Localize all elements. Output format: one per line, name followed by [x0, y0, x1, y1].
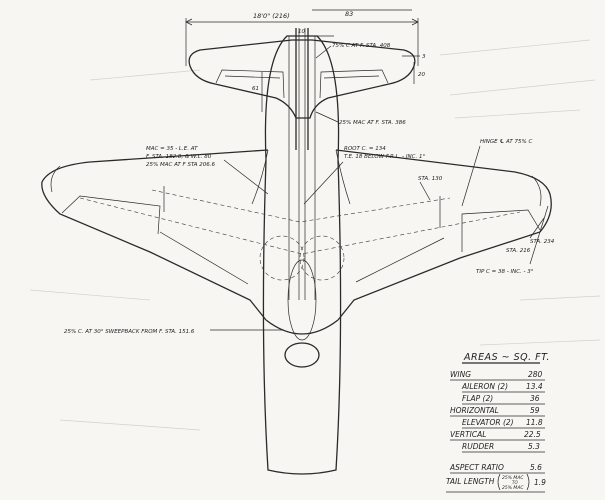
- tail-quarter-chord-callout: 75% C AT F. STA. 408: [332, 43, 391, 49]
- area-row-value: 5.3: [528, 442, 540, 451]
- root-chord-callout-line1: ROOT C. = 134: [344, 146, 386, 152]
- area-row-value: 59: [530, 406, 540, 415]
- tail-tip-chord-label: 20: [418, 72, 425, 78]
- aspect-ratio-value: 5.6: [530, 463, 542, 472]
- areas-table: AREAS ~ SQ. FT. WING 280 AILERON (2) 13.…: [446, 352, 550, 493]
- area-row-label: RUDDER: [462, 442, 494, 451]
- tail-length-ratio-bot: 25% MAC: [502, 485, 524, 491]
- horizontal-tail: [188, 39, 416, 119]
- sweepback-callout: 25% C. AT 30° SWEEPBACK FROM F. STA. 151…: [64, 329, 195, 335]
- right-aileron: [461, 209, 541, 252]
- aspect-ratio-label: ASPECT RATIO: [449, 463, 504, 472]
- tail-half-span-label: 83: [345, 10, 353, 18]
- area-row-value: 11.8: [526, 418, 543, 427]
- area-row-label: HORIZONTAL: [450, 406, 499, 415]
- tail-length-ratio-mid: TO: [512, 480, 518, 485]
- canopy: [284, 342, 320, 368]
- fuselage: [262, 35, 342, 475]
- background-smudges: [29, 39, 601, 431]
- root-chord-callout-line2: T.E. 18 BELOW F.R.L. - INC. 1°: [344, 154, 425, 160]
- area-row-value: 280: [528, 370, 543, 379]
- tip-offset-label: 3: [422, 54, 426, 60]
- tail-length-ratio-top: 25% MAC: [502, 475, 524, 481]
- tail-length-dim-label: 61: [252, 86, 259, 92]
- areas-table-title: AREAS ~ SQ. FT.: [463, 352, 550, 363]
- area-row-value: 22.5: [524, 430, 541, 439]
- center-gap-label: 10: [298, 29, 305, 35]
- right-elevator: [319, 69, 389, 99]
- sta-234-label: STA. 234: [530, 239, 555, 245]
- tail-length-label: TAIL LENGTH: [446, 477, 495, 486]
- mac-callout-line2: F. STA. 182.8, & W.L. 80: [146, 154, 212, 160]
- quarter-chord-line: [79, 197, 521, 255]
- hinge-line-callout: HINGE ℄ AT 75% C: [480, 138, 532, 145]
- left-elevator: [215, 69, 285, 99]
- mac-callout-line1: MAC = 35 - L.E. AT: [146, 146, 198, 152]
- tail-mac-callout: 25% MAC AT F. STA. 386: [339, 120, 406, 126]
- dimension-lines: 18'0" (216) 10 83 3 20 61: [185, 9, 426, 112]
- rudder: [298, 28, 306, 300]
- tip-chord-callout: TIP C = 38 - INC. - 3°: [476, 269, 534, 275]
- tail-length-value: 1.9: [534, 478, 546, 487]
- area-row-label: AILERON (2): [461, 382, 508, 391]
- area-row-value: 13.4: [526, 382, 543, 391]
- area-row-value: 36: [530, 394, 540, 403]
- left-aileron: [61, 195, 161, 235]
- area-row-label: ELEVATOR (2): [462, 418, 514, 427]
- overall-span-label: 18'0" (216): [253, 12, 290, 20]
- mac-callout-line3: 25% MAC AT F STA 206.6: [146, 162, 216, 168]
- area-row-label: FLAP (2): [462, 394, 493, 403]
- sta-216-label: STA. 216: [506, 248, 531, 254]
- callouts: 75% C AT F. STA. 408 25% MAC AT F. STA. …: [64, 43, 555, 335]
- area-row-label: VERTICAL: [450, 430, 486, 439]
- area-row-label: WING: [450, 370, 471, 379]
- main-wing: [41, 149, 552, 321]
- vertical-fin: [295, 28, 309, 150]
- aircraft-outline: [41, 28, 552, 475]
- sta-130-label: STA. 130: [418, 176, 443, 182]
